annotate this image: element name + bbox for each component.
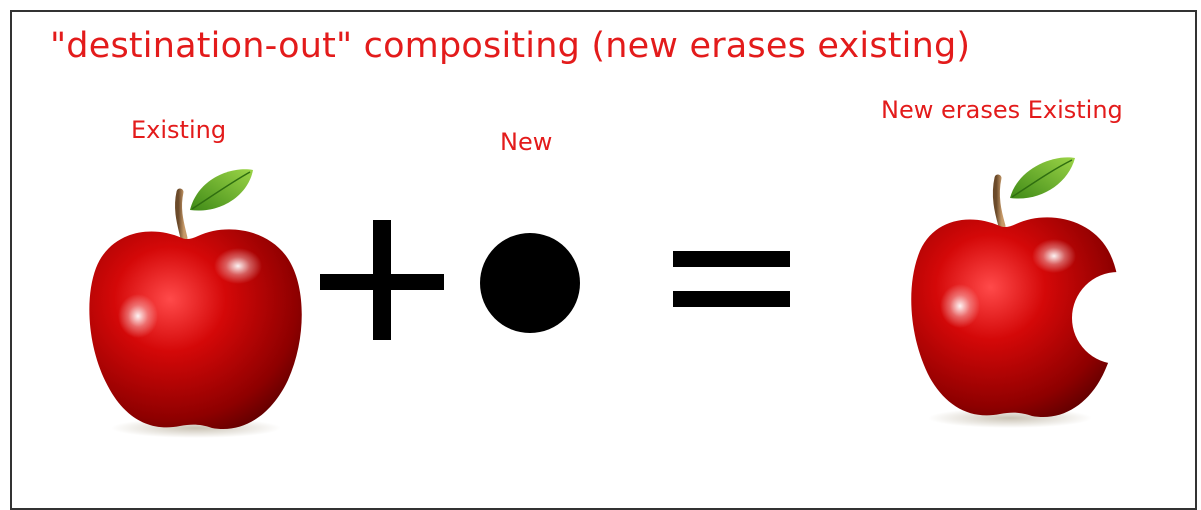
plus-sign-icon bbox=[320, 220, 444, 340]
apple-icon bbox=[89, 169, 301, 438]
equals-sign-icon bbox=[673, 251, 790, 307]
black-circle-icon bbox=[480, 233, 580, 333]
bitten-apple-icon bbox=[911, 157, 1120, 428]
